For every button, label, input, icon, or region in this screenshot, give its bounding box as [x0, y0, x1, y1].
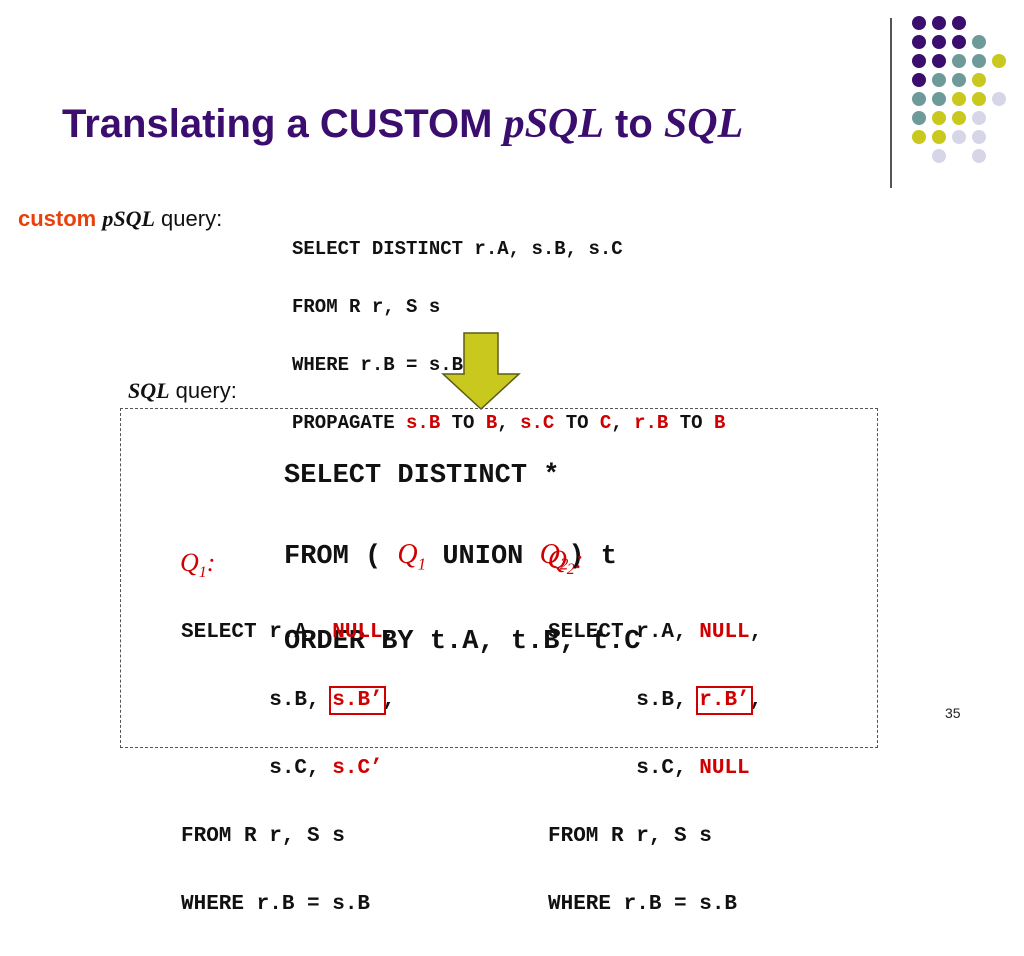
code-line: WHERE r.B = s.B [548, 893, 738, 916]
code-line: SELECT DISTINCT r.A, s.B, s.C [292, 238, 623, 260]
custom-psql-query: SELECT DISTINCT r.A, s.B, s.C FROM R r, … [292, 206, 725, 467]
custom-psql-label: custom pSQL query: [18, 206, 223, 231]
code-line: s.C, s.C’ [181, 757, 383, 780]
down-arrow-icon [441, 332, 521, 411]
code-line: SELECT r.A, NULL, [548, 621, 763, 644]
q2-label: Q2: [548, 545, 584, 579]
code-line: FROM ( Q1 UNION Q2) t [284, 539, 617, 574]
code-line: SELECT r.A, NULL, [181, 621, 396, 644]
sql-query-box [120, 408, 878, 748]
highlighted-attribute: s.B’ [329, 686, 386, 715]
code-line: FROM R r, S s [548, 825, 712, 848]
code-line: s.C, NULL [548, 757, 750, 780]
highlighted-attribute: r.B’ [696, 686, 753, 715]
code-line: WHERE r.B = s.B [292, 354, 464, 376]
q2-subquery: SELECT r.A, NULL, s.B, r.B’, s.C, NULL F… [548, 582, 762, 956]
code-line: WHERE r.B = s.B [181, 893, 371, 916]
code-line: s.B, r.B’, [548, 686, 763, 715]
q1-label: Q1: [180, 548, 216, 582]
decorative-dot-grid [0, 0, 1024, 200]
page-number: 35 [945, 705, 961, 721]
code-line: ORDER BY t.A, t.B, t.C [284, 626, 641, 657]
code-line: FROM R r, S s [292, 296, 441, 318]
sql-query: SELECT DISTINCT * FROM ( Q1 UNION Q2) t … [284, 418, 640, 701]
code-line: s.B, s.B’, [181, 686, 396, 715]
code-line: FROM R r, S s [181, 825, 345, 848]
code-line: SELECT DISTINCT * [284, 461, 560, 491]
code-line: PROPAGATE s.B TO B, s.C TO C, r.B TO B [292, 412, 726, 434]
divider-line [890, 18, 892, 188]
slide-title: Translating a CUSTOM pSQL to SQL [62, 101, 744, 147]
q1-subquery: SELECT r.A, NULL, s.B, s.B’, s.C, s.C’ F… [181, 582, 395, 956]
sql-query-label: SQL query: [128, 378, 237, 403]
